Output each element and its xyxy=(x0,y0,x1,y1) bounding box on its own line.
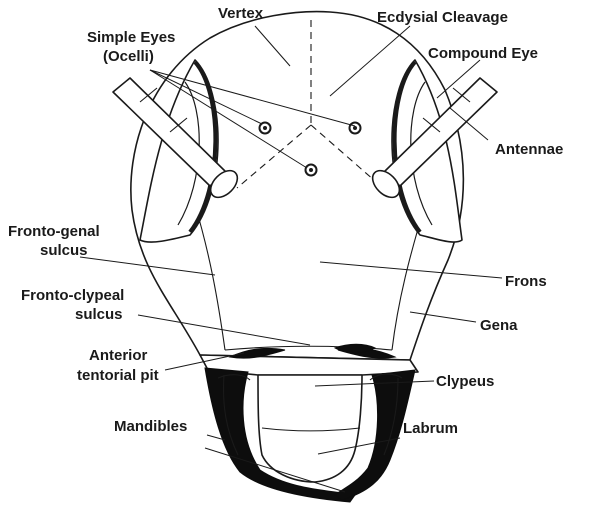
label-fronto-genal-line1: Fronto-genal xyxy=(8,223,100,240)
label-anterior-tentorial-line2: tentorial pit xyxy=(77,367,159,384)
ocellus-median xyxy=(306,165,317,176)
ocellus-right xyxy=(350,123,361,134)
label-clypeus: Clypeus xyxy=(436,373,494,390)
label-fronto-genal-line2: sulcus xyxy=(40,242,88,259)
label-vertex: Vertex xyxy=(218,5,264,22)
label-mandibles: Mandibles xyxy=(114,418,187,435)
label-compound-eye: Compound Eye xyxy=(428,45,538,62)
label-fronto-clypeal-line2: sulcus xyxy=(75,306,123,323)
ocellus-left xyxy=(260,123,271,134)
label-fronto-clypeal-line1: Fronto-clypeal xyxy=(21,287,124,304)
label-antennae: Antennae xyxy=(495,141,563,158)
label-ecdysial-cleavage: Ecdysial Cleavage xyxy=(377,9,508,26)
labrum xyxy=(258,375,362,482)
label-labrum: Labrum xyxy=(403,420,458,437)
label-anterior-tentorial-line1: Anterior xyxy=(89,347,148,364)
label-simple-eyes-line1: Simple Eyes xyxy=(87,29,175,46)
label-gena: Gena xyxy=(480,317,518,334)
label-frons: Frons xyxy=(505,273,547,290)
label-simple-eyes-line2: (Ocelli) xyxy=(103,48,154,65)
